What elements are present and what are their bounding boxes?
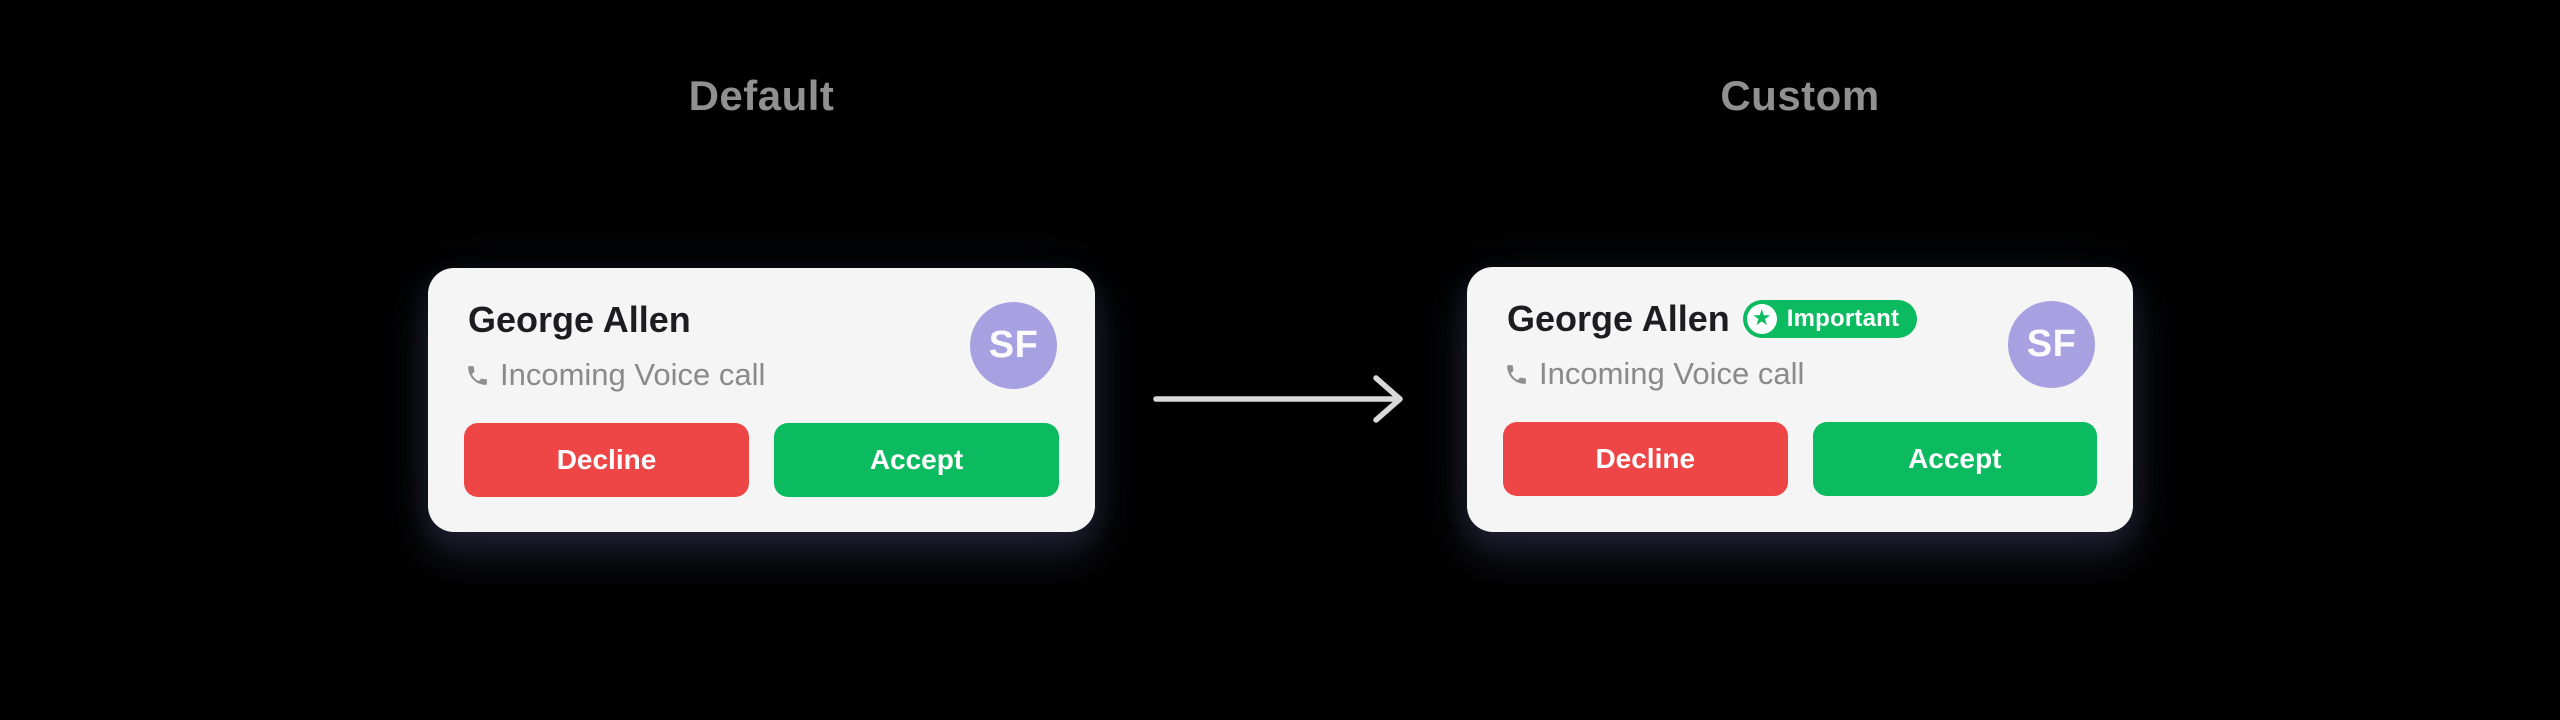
star-glyph: ★ (1751, 305, 1772, 330)
phone-icon (465, 363, 490, 388)
decline-button[interactable]: Decline (1503, 422, 1788, 496)
accept-button[interactable]: Accept (1812, 422, 2097, 496)
avatar: SF (970, 302, 1057, 389)
decline-button[interactable]: Decline (464, 423, 749, 497)
important-badge-label: Important (1786, 305, 1900, 332)
phone-icon (1504, 362, 1529, 387)
arrow-right-icon (1150, 371, 1408, 427)
call-actions: Decline Accept (1503, 422, 2097, 496)
incoming-call-card-default: George Allen Incoming Voice call SF Decl… (428, 268, 1095, 532)
important-badge: ★ Important (1742, 300, 1918, 338)
call-status-label: Incoming Voice call (500, 357, 766, 392)
call-status-row: Incoming Voice call (465, 356, 765, 394)
caller-name: George Allen (468, 299, 691, 340)
call-status-label: Incoming Voice call (1539, 356, 1805, 391)
call-status-row: Incoming Voice call (1504, 355, 1804, 393)
avatar-initials: SF (988, 324, 1039, 366)
avatar-initials: SF (2026, 323, 2077, 365)
caller-name: George Allen (1507, 298, 1730, 339)
incoming-call-card-custom: George Allen ★ Important Incoming Voice … (1467, 267, 2133, 532)
avatar: SF (2008, 301, 2095, 388)
call-actions: Decline Accept (464, 423, 1059, 497)
caller-name-row: George Allen ★ Important (1507, 295, 1918, 343)
caller-name-row: George Allen (468, 296, 691, 344)
star-icon: ★ (1746, 304, 1777, 334)
section-title-custom: Custom (1720, 72, 1880, 119)
section-title-default: Default (688, 72, 835, 119)
accept-button[interactable]: Accept (774, 423, 1059, 497)
